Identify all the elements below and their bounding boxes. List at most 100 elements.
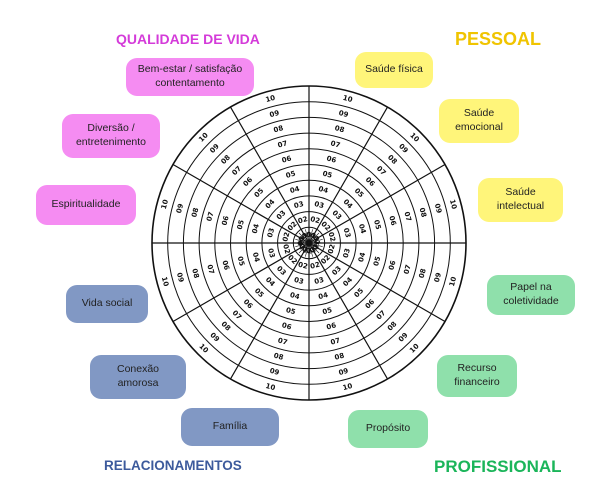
wheel-scale-label: 04 [251, 223, 261, 235]
wheel-hub-spoke [298, 242, 310, 254]
wheel-scale-label: 08 [386, 153, 399, 166]
wheel-scale-label: 02 [297, 215, 309, 225]
wheel-scale-label: 09 [338, 109, 350, 119]
quadrant-title-pessoal: PESSOAL [455, 29, 542, 49]
wheel-scale-label: 01 [305, 245, 317, 255]
wheel-scale-label: 01 [296, 235, 306, 247]
area-label-saude-intelectual: Saúde intelectual [478, 178, 563, 222]
area-label-papel-coletividade: Papel na coletividade [487, 275, 575, 315]
wheel-hub-spoke [305, 242, 310, 257]
wheel-scale-label: 01 [305, 230, 317, 240]
area-label-vida-social: Vida social [66, 285, 148, 323]
wheel-scale-label: 06 [364, 298, 377, 311]
wheel-hub-spoke [308, 242, 320, 254]
wheel-scale-label: 06 [364, 176, 377, 189]
wheel-scale-label: 08 [418, 207, 428, 219]
wheel-scale-label: 05 [322, 170, 334, 180]
wheel-scale-label: 05 [372, 255, 382, 267]
wheel-hub-spoke [295, 242, 310, 247]
wheel-scale-label: 09 [433, 272, 443, 284]
wheel-scale-label: 06 [387, 259, 397, 271]
wheel-scale-label: 07 [375, 165, 388, 178]
wheel-scale-label: 03 [266, 227, 276, 239]
wheel-scale-label: 02 [281, 243, 291, 255]
wheel-scale-label: 04 [264, 198, 277, 211]
wheel-scale-label: 07 [330, 336, 342, 346]
wheel-scale-label: 01 [312, 235, 322, 247]
wheel-scale-label: 10 [448, 276, 458, 288]
wheel-scale-label: 08 [190, 268, 200, 280]
wheel-scale-label: 03 [293, 200, 305, 210]
wheel-scale-label: 05 [353, 187, 366, 200]
quadrant-title-qualidade-de-vida: QUALIDADE DE VIDA [116, 31, 260, 47]
wheel-scale-label: 06 [326, 321, 338, 331]
wheel-scale-label: 09 [208, 142, 221, 155]
wheel-scale-label: 09 [175, 272, 185, 284]
wheel-hub-spoke [308, 232, 320, 244]
wheel-scale-label: 09 [397, 142, 410, 155]
wheel-scale-label: 02 [327, 243, 337, 255]
wheel-scale-label: 06 [387, 215, 397, 227]
area-label-saude-emocional: Saúde emocional [439, 99, 519, 143]
wheel-scale-label: 04 [317, 185, 329, 195]
wheel-scale-label: 01 [312, 239, 322, 251]
wheel-spoke [308, 163, 446, 244]
wheel-scale-label: 07 [375, 309, 388, 322]
area-label-bem-estar: Bem-estar / satisfação contentamento [126, 58, 254, 96]
wheel-scale-label: 02 [309, 261, 321, 271]
wheel-scale-label: 02 [327, 231, 337, 243]
wheel-scale-label: 04 [289, 291, 301, 301]
wheel-scale-label: 08 [418, 268, 428, 280]
wheel-hub-spoke [295, 239, 310, 244]
wheel-spoke [308, 106, 389, 244]
wheel-scale-label: 04 [264, 276, 277, 289]
wheel-scale-label: 07 [277, 336, 289, 346]
wheel-scale-label: 04 [357, 223, 367, 235]
wheel-hub-spoke [305, 229, 310, 244]
quadrant-title-relacionamentos: RELACIONAMENTOS [104, 458, 242, 473]
wheel-scale-label: 09 [338, 367, 350, 377]
wheel-scale-label: 07 [277, 139, 289, 149]
wheel-scale-label: 09 [269, 367, 281, 377]
wheel-scale-label: 10 [160, 199, 170, 211]
wheel-hub-spoke [308, 239, 323, 244]
wheel-scale-label: 04 [251, 251, 261, 263]
wheel-scale-label: 06 [281, 154, 293, 164]
wheel-scale-label: 10 [197, 342, 210, 355]
wheel-scale-label: 10 [408, 342, 421, 355]
wheel-spoke [308, 242, 446, 323]
wheel-scale-label: 06 [242, 176, 255, 189]
wheel-scale-label: 04 [289, 185, 301, 195]
wheel-scale-label: 06 [326, 154, 338, 164]
wheel-scale-label: 09 [433, 203, 443, 215]
wheel-scale-label: 10 [342, 382, 354, 392]
wheel-scale-label: 10 [265, 94, 277, 104]
wheel-scale-label: 08 [334, 352, 346, 362]
wheel-scale-label: 02 [281, 231, 291, 243]
wheel-scale-label: 03 [275, 209, 288, 222]
wheel-scale-label: 05 [253, 187, 266, 200]
wheel-scale-label: 09 [208, 331, 221, 344]
area-label-recurso-financeiro: Recurso financeiro [437, 355, 517, 397]
wheel-scale-label: 09 [397, 331, 410, 344]
wheel-scale-label: 10 [265, 382, 277, 392]
wheel-scale-label: 03 [330, 264, 343, 277]
wheel-scale-label: 03 [313, 276, 325, 286]
wheel-scale-label: 05 [253, 287, 266, 300]
wheel-scale-label: 05 [285, 170, 297, 180]
wheel-spoke [172, 163, 310, 244]
wheel-scale-label: 10 [197, 131, 210, 144]
wheel-scale-label: 04 [342, 276, 355, 289]
wheel-scale-label: 07 [231, 309, 244, 322]
wheel-scale-label: 04 [342, 198, 355, 211]
wheel-hub-spoke [308, 229, 313, 244]
wheel-scale-label: 09 [175, 203, 185, 215]
wheel-scale-label: 03 [266, 247, 276, 259]
wheel-scale-label: 02 [309, 215, 321, 225]
wheel-scale-label: 01 [301, 245, 313, 255]
wheel-hub-spoke [298, 232, 310, 244]
wheel-scale-label: 07 [402, 211, 412, 223]
wheel-scale-label: 03 [313, 200, 325, 210]
wheel-spoke [308, 242, 389, 380]
wheel-scale-label: 04 [357, 251, 367, 263]
